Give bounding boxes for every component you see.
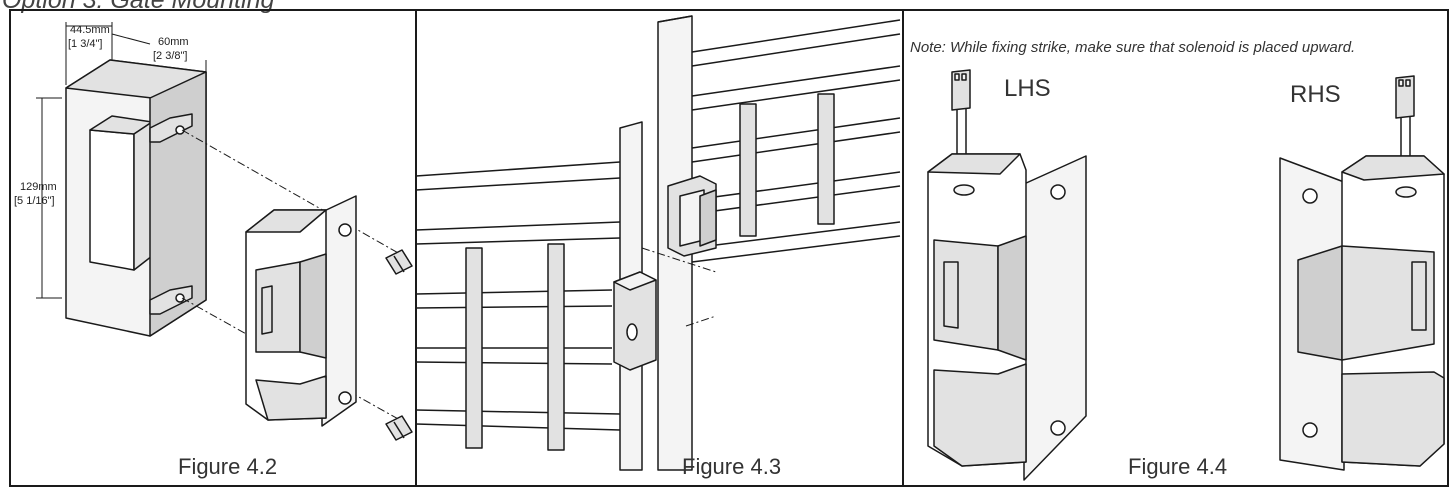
depth-in-label: [2 3/8"] xyxy=(153,50,187,62)
solenoid-note: Note: While fixing strike, make sure tha… xyxy=(910,39,1355,56)
depth-mm-label: 60mm xyxy=(158,36,189,48)
gate-strike xyxy=(667,175,717,257)
figure-4-3-caption: Figure 4.3 xyxy=(682,454,781,479)
mounting-bracket xyxy=(65,59,207,337)
back-gate xyxy=(657,15,901,471)
gate-alignment-line xyxy=(641,247,717,273)
height-mm-label: 129mm xyxy=(20,181,57,193)
figure-4-3-panel: Figure 4.3 xyxy=(415,15,901,479)
width-mm-label: 44.5mm xyxy=(70,24,110,36)
lhs-label: LHS xyxy=(1004,75,1051,102)
screw-top xyxy=(385,249,413,275)
figure-4-2-panel: 44.5mm [1 3/4"] 60mm [2 3/8"] 129mm [5 1… xyxy=(14,22,413,479)
front-gate xyxy=(415,121,643,471)
figure-4-2-caption: Figure 4.2 xyxy=(178,454,277,479)
screw-bottom xyxy=(385,415,413,441)
height-in-label: [5 1/16"] xyxy=(14,195,55,207)
rhs-label: RHS xyxy=(1290,81,1341,108)
figure-4-4-panel: Note: While fixing strike, make sure tha… xyxy=(910,39,1445,481)
outer-frame xyxy=(9,9,1449,487)
alignment-line-top xyxy=(181,129,401,255)
gate-bracket xyxy=(613,271,657,371)
height-dimension xyxy=(36,97,62,299)
gate-alignment-line-2 xyxy=(685,315,717,327)
rhs-strike xyxy=(1279,75,1445,471)
lhs-strike xyxy=(927,69,1087,481)
width-in-label: [1 3/4"] xyxy=(68,38,102,50)
figure-4-4-caption: Figure 4.4 xyxy=(1128,454,1227,479)
width-dimension xyxy=(65,22,207,85)
electric-strike xyxy=(245,195,357,427)
